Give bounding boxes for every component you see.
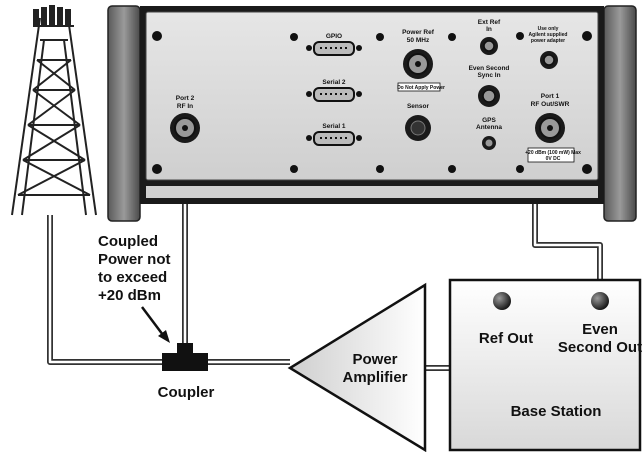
gps-antenna-connector bbox=[482, 136, 496, 150]
use-only-line3: power adapter bbox=[531, 38, 565, 44]
panel-foot bbox=[146, 186, 598, 198]
screw-icon bbox=[152, 31, 162, 41]
screw-icon bbox=[582, 31, 592, 41]
ref-out-label: Ref Out bbox=[479, 330, 533, 347]
coupler-icon bbox=[162, 343, 208, 371]
ext-ref-label-line1: Ext Ref bbox=[478, 19, 501, 26]
screw-icon bbox=[290, 165, 298, 173]
serial2-port bbox=[306, 87, 362, 102]
sensor-connector bbox=[405, 115, 431, 141]
screw-icon bbox=[516, 165, 524, 173]
instrument-rear-panel: GPIO Serial 2 Serial 1 Power Ref 50 MHz … bbox=[107, 5, 637, 222]
screw-icon bbox=[290, 33, 298, 41]
coupled-note-line4: +20 dBm bbox=[98, 287, 161, 304]
power-ref-label-line2: 50 MHz bbox=[407, 37, 430, 44]
coupled-power-note: Coupled Power not to exceed +20 dBm bbox=[98, 233, 171, 304]
power-ref-warning: Do Not Apply Power bbox=[397, 85, 445, 91]
ref-out-connector bbox=[493, 292, 511, 310]
gps-label-line1: GPS bbox=[482, 117, 496, 124]
power-ref-connector bbox=[403, 49, 433, 79]
base-station-box bbox=[448, 278, 642, 452]
power-adapter-connector bbox=[540, 51, 558, 69]
even-second-label-line2: Sync In bbox=[477, 72, 500, 79]
screw-icon bbox=[448, 33, 456, 41]
coupled-note-line3: to exceed bbox=[98, 269, 167, 286]
cell-tower-icon bbox=[11, 5, 97, 216]
serial2-label: Serial 2 bbox=[322, 79, 346, 86]
port1-warning-box bbox=[527, 147, 575, 163]
use-only-line2: Agilent supplied bbox=[529, 32, 568, 38]
amplifier-label-line2: Amplifier bbox=[342, 369, 407, 386]
even-second-out-line1: Even bbox=[582, 321, 618, 338]
even-second-out-line2: Second Out bbox=[558, 339, 642, 356]
coupled-note-line2: Power not bbox=[98, 251, 171, 268]
amplifier-label-line1: Power bbox=[352, 351, 397, 368]
screw-icon bbox=[376, 33, 384, 41]
port1-warning-line1: +20 dBm (100 mW) Max bbox=[525, 150, 581, 156]
port1-label-line2: RF Out/SWR bbox=[531, 101, 570, 108]
screw-icon bbox=[448, 165, 456, 173]
left-handle bbox=[107, 5, 141, 222]
power-amplifier-icon bbox=[287, 282, 427, 453]
screw-icon bbox=[516, 32, 524, 40]
port2-connector bbox=[170, 113, 200, 143]
even-second-label-line1: Even Second bbox=[469, 65, 510, 72]
coupler-label: Coupler bbox=[158, 384, 215, 401]
base-station-title: Base Station bbox=[511, 403, 602, 420]
use-only-line1: Use only bbox=[538, 26, 559, 32]
even-second-sync-connector bbox=[478, 85, 500, 107]
right-handle bbox=[603, 5, 637, 222]
ext-ref-label-line2: In bbox=[486, 26, 492, 33]
screw-icon bbox=[582, 164, 592, 174]
coupled-note-line1: Coupled bbox=[98, 233, 158, 250]
port1-connector bbox=[535, 113, 565, 143]
power-ref-warning-box bbox=[397, 82, 441, 92]
even-second-out-connector bbox=[591, 292, 609, 310]
serial1-label: Serial 1 bbox=[322, 123, 346, 130]
screw-icon bbox=[376, 165, 384, 173]
power-ref-label-line1: Power Ref bbox=[402, 29, 435, 36]
gpio-label: GPIO bbox=[326, 33, 342, 40]
port1-warning-line2: 0V DC bbox=[546, 156, 561, 162]
screw-icon bbox=[152, 164, 162, 174]
gps-label-line2: Antenna bbox=[476, 124, 502, 131]
serial1-port bbox=[306, 131, 362, 146]
gpio-port bbox=[306, 41, 362, 56]
port2-label-line2: RF In bbox=[177, 103, 193, 110]
sensor-label: Sensor bbox=[407, 103, 430, 110]
port1-label-line1: Port 1 bbox=[541, 93, 560, 100]
arrow-icon bbox=[141, 306, 170, 343]
base-station: Ref Out Even Second Out Base Station bbox=[448, 278, 642, 452]
port2-label-line1: Port 2 bbox=[176, 95, 195, 102]
ext-ref-connector bbox=[480, 37, 498, 55]
